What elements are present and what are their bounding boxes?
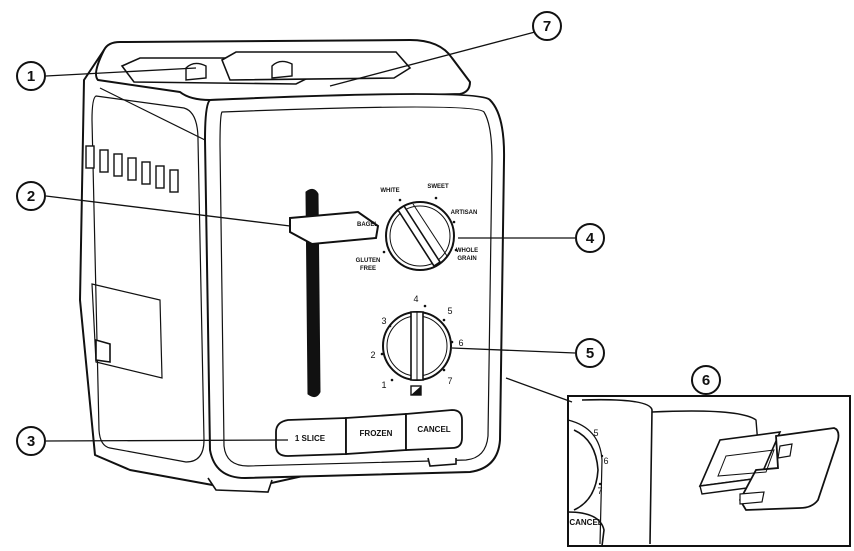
one-slice-label: 1 SLICE xyxy=(295,434,326,443)
callout-4: 4 xyxy=(575,223,605,253)
slot-guide-right xyxy=(271,60,293,79)
shade-number-4: 4 xyxy=(413,294,418,304)
callout-7: 7 xyxy=(532,11,562,41)
callout-7-label: 7 xyxy=(543,18,551,35)
shade-number-5: 5 xyxy=(447,306,452,316)
frozen-label: FROZEN xyxy=(360,429,393,438)
bread-option-bagel: BAGEL xyxy=(357,222,378,228)
bread-option-sweet: SWEET xyxy=(427,184,449,190)
side-vents xyxy=(85,145,179,193)
front-face-inner-outline xyxy=(219,106,493,467)
bread-slots xyxy=(120,51,412,85)
cancel-label: CANCEL xyxy=(417,425,450,434)
callout-2-label: 2 xyxy=(27,188,35,205)
inset-number-7: 7 xyxy=(597,486,602,496)
one-slice-button[interactable]: 1 SLICE xyxy=(295,434,326,443)
callout-6: 6 xyxy=(691,365,721,395)
inset-number-6: 6 xyxy=(603,456,608,466)
callout-6-label: 6 xyxy=(702,372,710,389)
bread-select-dial[interactable] xyxy=(385,201,455,271)
shade-numbers: 1 2 3 4 5 6 7 xyxy=(370,294,463,390)
callout-1-label: 1 xyxy=(27,68,35,85)
callout-3: 3 xyxy=(16,426,46,456)
callout-3-label: 3 xyxy=(27,433,35,450)
slot-guide-left xyxy=(185,62,207,81)
callout-2: 2 xyxy=(16,181,46,211)
bread-option-whole: WHOLE xyxy=(456,248,478,254)
bread-option-white: WHITE xyxy=(380,188,399,194)
leader-lines xyxy=(45,31,576,442)
bread-select-labels: WHITE SWEET ARTISAN WHOLE GRAIN GLUTEN F… xyxy=(356,184,479,272)
crumb-tray[interactable] xyxy=(698,427,840,511)
toast-icon xyxy=(410,385,422,396)
callout-1: 1 xyxy=(16,61,46,91)
toaster-body xyxy=(79,39,506,491)
bread-option-artisan: ARTISAN xyxy=(451,210,478,216)
carriage-lever[interactable] xyxy=(289,210,380,246)
side-lower-recess xyxy=(91,283,163,379)
callout-4-label: 4 xyxy=(586,230,595,247)
feet xyxy=(95,338,457,493)
bread-option-gluten: GLUTEN xyxy=(356,258,381,264)
side-panel-inner xyxy=(91,95,205,463)
callout-5-label: 5 xyxy=(586,345,594,362)
shade-number-2: 2 xyxy=(370,350,375,360)
frozen-button[interactable]: FROZEN xyxy=(360,429,393,438)
cancel-button[interactable]: CANCEL xyxy=(417,425,450,434)
shade-number-7: 7 xyxy=(447,376,452,386)
shade-dial[interactable] xyxy=(382,311,452,381)
shade-number-6: 6 xyxy=(458,338,463,348)
bread-option-grain: GRAIN xyxy=(457,256,476,262)
bread-option-free: FREE xyxy=(360,266,376,272)
shade-number-1: 1 xyxy=(381,380,386,390)
shade-number-3: 3 xyxy=(381,316,386,326)
inset-cancel-label: CANCEL xyxy=(569,518,602,527)
shade-dots xyxy=(380,304,454,382)
callout-5: 5 xyxy=(575,338,605,368)
side-panel-edge xyxy=(99,87,206,141)
button-panel xyxy=(275,409,463,457)
bread-select-ticks xyxy=(382,196,458,254)
inset-number-5: 5 xyxy=(593,428,598,438)
